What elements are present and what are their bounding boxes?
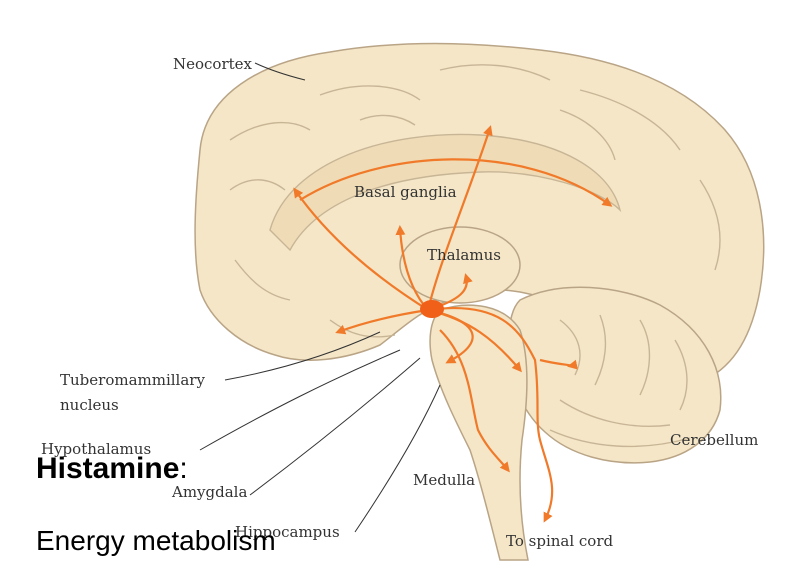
label-thalamus: Thalamus — [427, 246, 501, 264]
caption-title-colon: : — [179, 452, 187, 485]
label-basal-ganglia: Basal ganglia — [354, 183, 457, 201]
label-medulla: Medulla — [413, 471, 475, 489]
tuberomammillary-nucleus-dot — [420, 300, 444, 318]
thalamus-shape — [400, 227, 520, 303]
label-neocortex: Neocortex — [173, 55, 253, 73]
label-tuberomammillary: Tuberomammillary — [60, 371, 205, 389]
caption-subtitle: Energy metabolism — [36, 525, 276, 557]
label-to-spinal-cord: To spinal cord — [506, 532, 614, 550]
caption-title-text: Histamine — [36, 452, 179, 485]
caption-title: Histamine: — [36, 452, 188, 486]
label-nucleus: nucleus — [60, 396, 119, 414]
label-cerebellum: Cerebellum — [670, 431, 758, 449]
